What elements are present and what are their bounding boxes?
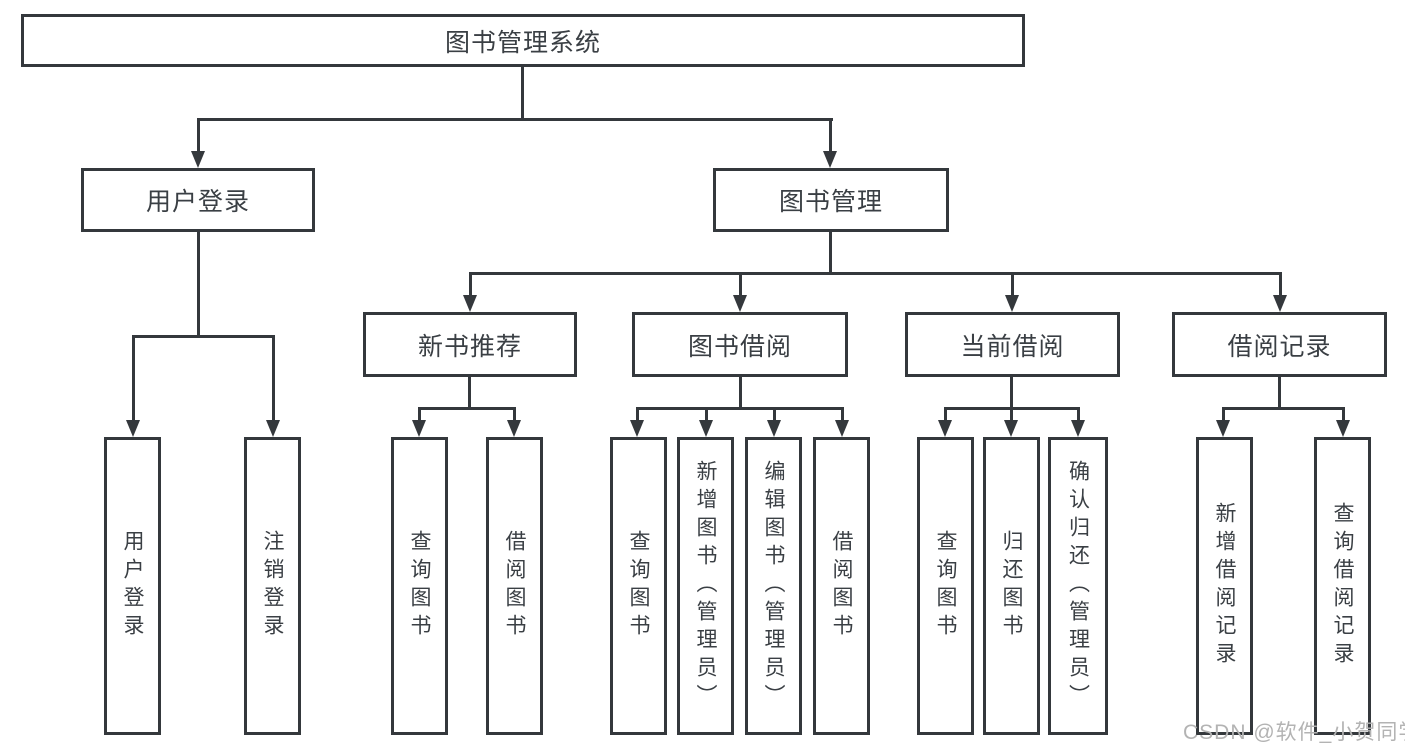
leaf-query-book: 查询图书	[917, 437, 974, 735]
connector-line	[739, 377, 742, 407]
arrow-down-icon	[823, 121, 837, 168]
leaf-add-borrow-record: 新增借阅记录	[1196, 437, 1253, 735]
connector-line	[418, 407, 516, 410]
arrow-down-icon	[630, 410, 644, 437]
leaf-label: 查询图书	[934, 530, 957, 642]
arrow-down-icon	[835, 410, 849, 437]
leaf-return-book: 归还图书	[983, 437, 1040, 735]
node-label: 图书借阅	[687, 332, 792, 361]
arrow-down-icon	[266, 338, 280, 437]
leaf-borrow-book: 借阅图书	[813, 437, 870, 735]
leaf-logout: 注销登录	[244, 437, 301, 735]
leaf-add-book-admin: 新增图书（管理员）	[677, 437, 734, 735]
connector-line	[197, 118, 833, 121]
node-new-book-recommend: 新书推荐	[363, 312, 577, 377]
leaf-label: 查询图书	[408, 530, 431, 642]
connector-line	[944, 407, 1080, 410]
arrow-down-icon	[699, 410, 713, 437]
connector-line	[469, 272, 1282, 275]
arrow-down-icon	[126, 338, 140, 437]
connector-line	[197, 232, 200, 335]
arrow-down-icon	[1273, 275, 1287, 312]
leaf-label: 新增借阅记录	[1213, 502, 1236, 670]
node-library-management-system: 图书管理系统	[21, 14, 1025, 67]
leaf-query-book: 查询图书	[610, 437, 667, 735]
node-label: 新书推荐	[417, 332, 522, 361]
leaf-query-borrow-record: 查询借阅记录	[1314, 437, 1371, 735]
leaf-label: 编辑图书（管理员）	[762, 460, 785, 712]
node-borrow-records: 借阅记录	[1172, 312, 1387, 377]
leaf-label: 借阅图书	[503, 530, 526, 642]
connector-line	[1010, 377, 1013, 407]
node-current-borrow: 当前借阅	[905, 312, 1120, 377]
csdn-watermark: CSDN @软件_小贺同学	[1183, 721, 1405, 744]
leaf-query-book: 查询图书	[391, 437, 448, 735]
leaf-label: 新增图书（管理员）	[694, 460, 717, 712]
node-label: 图书管理系统	[444, 28, 601, 57]
arrow-down-icon	[938, 410, 952, 437]
node-label: 用户登录	[145, 188, 250, 216]
node-label: 借阅记录	[1227, 332, 1332, 361]
arrow-down-icon	[191, 121, 205, 168]
arrow-down-icon	[1004, 410, 1018, 437]
connector-line	[1278, 377, 1281, 407]
leaf-confirm-return-admin: 确认归还（管理员）	[1048, 437, 1108, 735]
leaf-user-login: 用户登录	[104, 437, 161, 735]
arrow-down-icon	[463, 275, 477, 312]
connector-line	[468, 377, 471, 407]
leaf-label: 查询借阅记录	[1331, 502, 1354, 670]
node-book-management: 图书管理	[713, 168, 949, 232]
leaf-borrow-book: 借阅图书	[486, 437, 543, 735]
arrow-down-icon	[1005, 275, 1019, 312]
node-label: 图书管理	[778, 188, 883, 216]
arrow-down-icon	[412, 410, 426, 437]
leaf-label: 确认归还（管理员）	[1066, 460, 1090, 712]
node-user-login: 用户登录	[81, 168, 315, 232]
leaf-label: 注销登录	[261, 530, 284, 642]
arrow-down-icon	[1216, 410, 1230, 437]
arrow-down-icon	[1071, 410, 1085, 437]
leaf-label: 查询图书	[627, 530, 650, 642]
connector-line	[829, 232, 832, 272]
arrow-down-icon	[1336, 410, 1350, 437]
arrow-down-icon	[767, 410, 781, 437]
leaf-label: 用户登录	[121, 530, 144, 642]
connector-line	[521, 67, 524, 118]
node-label: 当前借阅	[960, 332, 1065, 361]
leaf-label: 借阅图书	[830, 530, 853, 642]
leaf-edit-book-admin: 编辑图书（管理员）	[745, 437, 802, 735]
node-book-borrow: 图书借阅	[632, 312, 848, 377]
connector-line	[132, 335, 275, 338]
arrow-down-icon	[507, 410, 521, 437]
connector-line	[636, 407, 844, 410]
arrow-down-icon	[733, 275, 747, 312]
connector-line	[1222, 407, 1345, 410]
leaf-label: 归还图书	[1000, 530, 1023, 642]
